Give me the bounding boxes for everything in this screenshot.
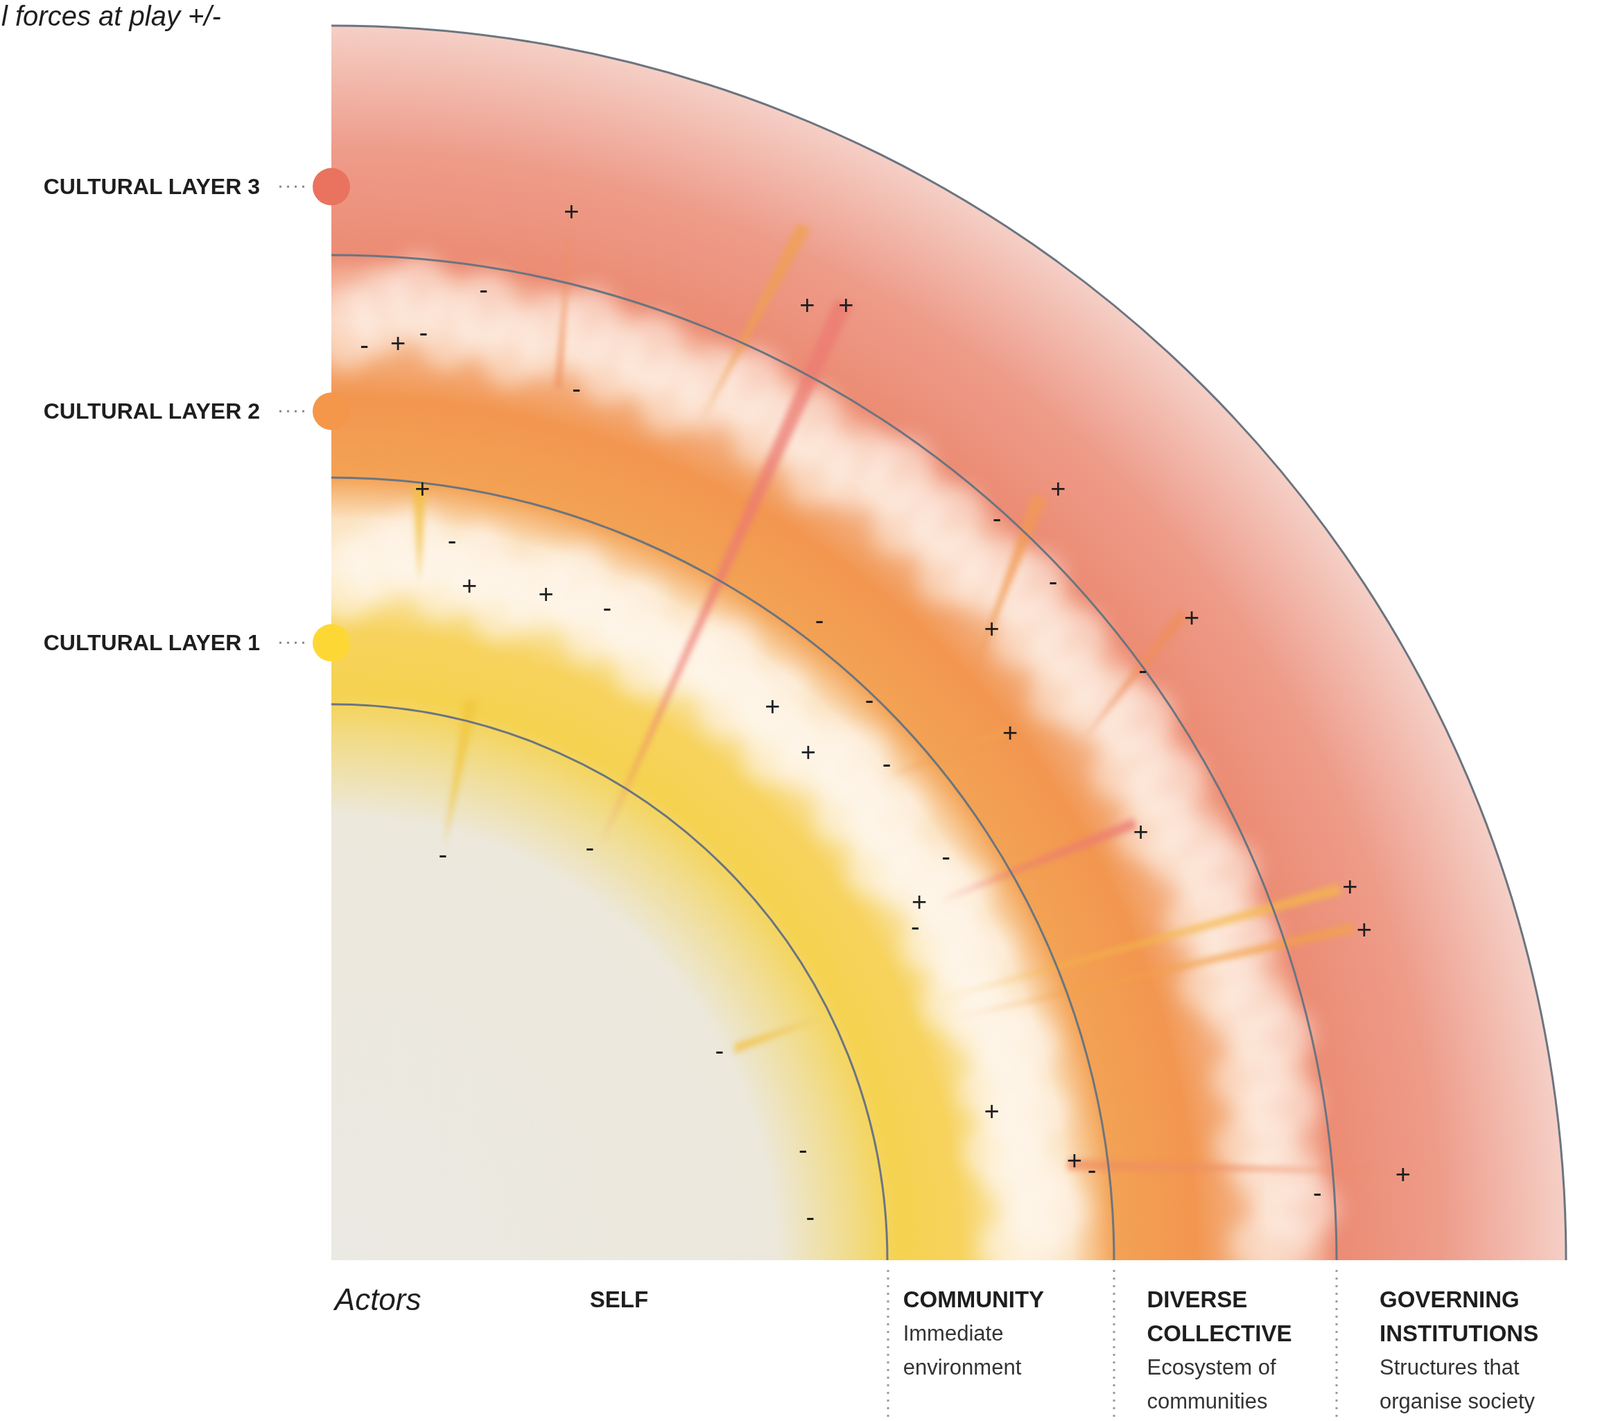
actor-description: Ecosystem of communities (1146, 1350, 1311, 1419)
force-sign: - (602, 594, 612, 622)
actor-heading: SELF (589, 1282, 835, 1317)
force-sign: - (882, 750, 892, 778)
force-sign: + (911, 888, 927, 916)
layer-swatch (312, 623, 351, 662)
force-sign: + (984, 615, 1000, 642)
diagram-title: l forces at play +/- (1, 0, 222, 32)
force-sign: + (1395, 1161, 1411, 1188)
force-sign: - (1312, 1179, 1323, 1207)
actor-heading: COMMUNITY (903, 1282, 1085, 1317)
texture-blob (979, 1211, 1067, 1278)
leader-line (279, 185, 308, 188)
force-sign: - (359, 332, 369, 359)
layer-label: CULTURAL LAYER 2 (43, 397, 260, 425)
force-sign: + (800, 738, 816, 766)
force-sign: + (390, 329, 406, 357)
force-sign: - (805, 1204, 815, 1231)
force-sign: - (447, 527, 457, 554)
layer-swatch (312, 392, 351, 430)
force-sign: - (992, 505, 1002, 532)
force-sign: - (585, 834, 595, 862)
force-sign: - (479, 276, 489, 303)
force-sign: + (563, 198, 579, 225)
actor-column: SELF (589, 1282, 835, 1317)
force-sign: + (799, 291, 815, 319)
leader-line (279, 641, 308, 645)
force-sign: + (1342, 873, 1358, 900)
force-sign: + (984, 1098, 1000, 1125)
force-sign: + (1133, 818, 1149, 846)
force-sign: + (461, 572, 477, 599)
force-sign: - (941, 843, 951, 871)
layer-label: CULTURAL LAYER 3 (43, 172, 260, 201)
actor-heading: DIVERSE COLLECTIVE (1146, 1282, 1311, 1351)
actor-heading: GOVERNING INSTITUTIONS (1379, 1282, 1588, 1351)
layer-label: CULTURAL LAYER 1 (43, 628, 260, 657)
texture-blob (1229, 1211, 1317, 1277)
actor-column: COMMUNITYImmediate environment (903, 1282, 1085, 1385)
force-sign: + (414, 475, 430, 502)
force-sign: + (1002, 719, 1018, 746)
force-sign: + (537, 580, 554, 608)
leader-line (279, 410, 308, 413)
force-sign: - (1087, 1157, 1097, 1184)
force-sign: - (419, 319, 429, 346)
force-sign: - (571, 375, 581, 403)
actor-column: GOVERNING INSTITUTIONSStructures that or… (1379, 1282, 1588, 1419)
force-sign: + (1184, 604, 1200, 631)
force-sign: - (910, 913, 920, 941)
force-sign: + (764, 693, 780, 720)
actor-column: Actors (334, 1282, 560, 1317)
force-sign: - (1048, 568, 1058, 595)
actor-description: Structures that organise society (1379, 1350, 1588, 1419)
actor-column: DIVERSE COLLECTIVEEcosystem of communiti… (1146, 1282, 1311, 1419)
actor-description: Immediate environment (903, 1316, 1085, 1385)
force-sign: - (438, 841, 448, 868)
layer-swatch (312, 167, 351, 206)
force-sign: + (1356, 916, 1372, 943)
force-sign: - (798, 1136, 808, 1164)
force-sign: + (838, 291, 854, 319)
force-sign: - (714, 1037, 724, 1065)
force-sign: + (1050, 475, 1066, 502)
force-sign: - (1138, 657, 1148, 684)
force-sign: - (815, 607, 825, 634)
actors-label: Actors (334, 1282, 560, 1317)
force-sign: + (1066, 1147, 1083, 1174)
force-sign: - (865, 687, 875, 714)
